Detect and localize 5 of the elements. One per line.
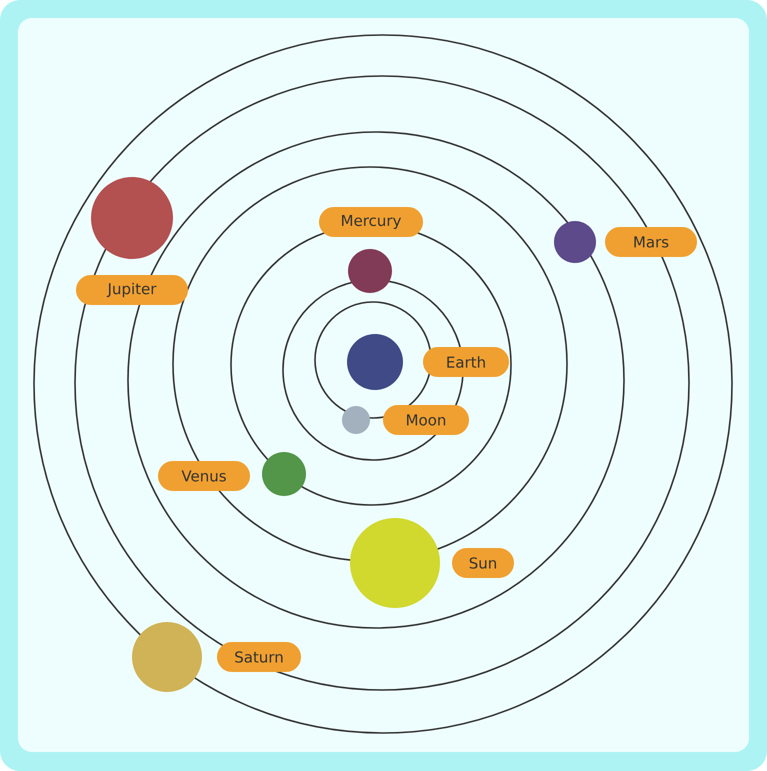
planet-label: Sun	[452, 548, 514, 578]
planet-label: Venus	[158, 461, 250, 491]
planet-label: Mars	[605, 227, 697, 257]
planet-label: Mercury	[319, 207, 423, 237]
planet-label: Jupiter	[76, 275, 188, 305]
